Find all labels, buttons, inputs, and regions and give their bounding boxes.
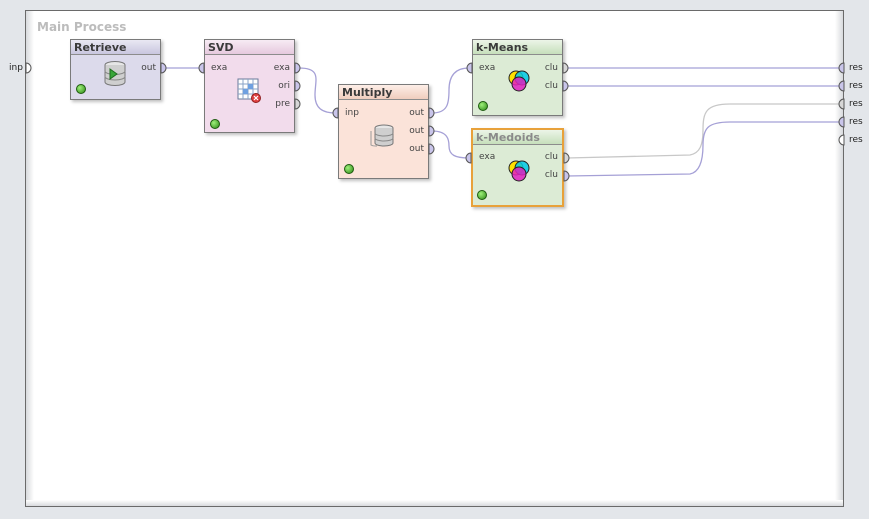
ext-input-label: inp [9,63,23,73]
canvas-shade-right [835,11,843,506]
port-label: ori [278,81,290,91]
cluster-icon [508,160,530,182]
port-label: out [409,126,424,136]
port-label: exa [273,63,290,73]
port-svd-in-exa[interactable] [198,62,205,74]
canvas-shade-bottom [26,500,843,506]
process-title: Main Process [37,20,127,34]
process-canvas[interactable]: Main Process [25,10,844,507]
ext-input-port-inp[interactable] [25,62,32,74]
port-kmedoids-out-clu-1[interactable] [563,152,570,164]
ext-output-label: res [849,117,863,127]
operator-k-medoids[interactable]: k-Medoids exa clu clu [471,128,564,207]
cluster-icon [508,70,530,92]
ext-output-port-res-5[interactable] [838,134,845,146]
port-multiply-in[interactable] [332,107,339,119]
port-label: exa [479,63,496,73]
operator-svd[interactable]: SVD exa exa ori pre [204,39,295,133]
port-label: out [409,144,424,154]
status-led [478,101,488,111]
port-multiply-out-3[interactable] [428,143,435,155]
operator-title: Multiply [339,85,428,100]
ext-output-port-res-4[interactable] [838,116,845,128]
status-led [477,190,487,200]
wire-multiply-kmedoids[interactable] [431,130,470,159]
port-svd-out-exa[interactable] [294,62,301,74]
port-label: clu [544,63,558,73]
multiply-database-icon [370,124,394,147]
wire-multiply-kmeans[interactable] [431,67,470,114]
port-label: inp [345,108,359,118]
port-label: exa [479,152,496,162]
operator-title: SVD [205,40,294,55]
port-label: clu [544,81,558,91]
port-label: exa [211,63,228,73]
port-kmeans-out-clu-1[interactable] [562,62,569,74]
status-led [344,164,354,174]
operator-multiply[interactable]: Multiply inp out out out [338,84,429,179]
ext-output-port-res-3[interactable] [838,98,845,110]
port-multiply-out-1[interactable] [428,107,435,119]
wire-svd-multiply[interactable] [298,67,337,114]
operator-retrieve[interactable]: Retrieve out [70,39,161,100]
port-label: clu [544,152,558,162]
port-svd-out-ori[interactable] [294,80,301,92]
status-led [76,84,86,94]
port-multiply-out-2[interactable] [428,125,435,137]
ext-output-label: res [849,63,863,73]
port-label: clu [544,170,558,180]
port-kmeans-out-clu-2[interactable] [562,80,569,92]
ext-output-label: res [849,99,863,109]
operator-title: Retrieve [71,40,160,55]
port-label: out [141,63,156,73]
ext-output-label: res [849,135,863,145]
svd-matrix-icon [237,78,261,103]
wire-kmedoids-clu2-res4[interactable] [566,121,840,177]
status-led [210,119,220,129]
ext-output-label: res [849,81,863,91]
port-label: out [409,108,424,118]
port-kmedoids-out-clu-2[interactable] [563,170,570,182]
database-icon [104,61,126,86]
ext-output-port-res-2[interactable] [838,80,845,92]
port-svd-out-pre[interactable] [294,98,301,110]
port-kmeans-in[interactable] [466,62,473,74]
operator-title: k-Means [473,40,562,55]
wire-kmedoids-clu1-res3[interactable] [566,103,840,159]
canvas-shade-left [26,11,34,506]
operator-title: k-Medoids [473,130,562,145]
port-kmedoids-in[interactable] [465,152,472,164]
port-retrieve-out[interactable] [160,62,167,74]
ext-output-port-res-1[interactable] [838,62,845,74]
operator-k-means[interactable]: k-Means exa clu clu [472,39,563,116]
port-label: pre [275,99,290,109]
